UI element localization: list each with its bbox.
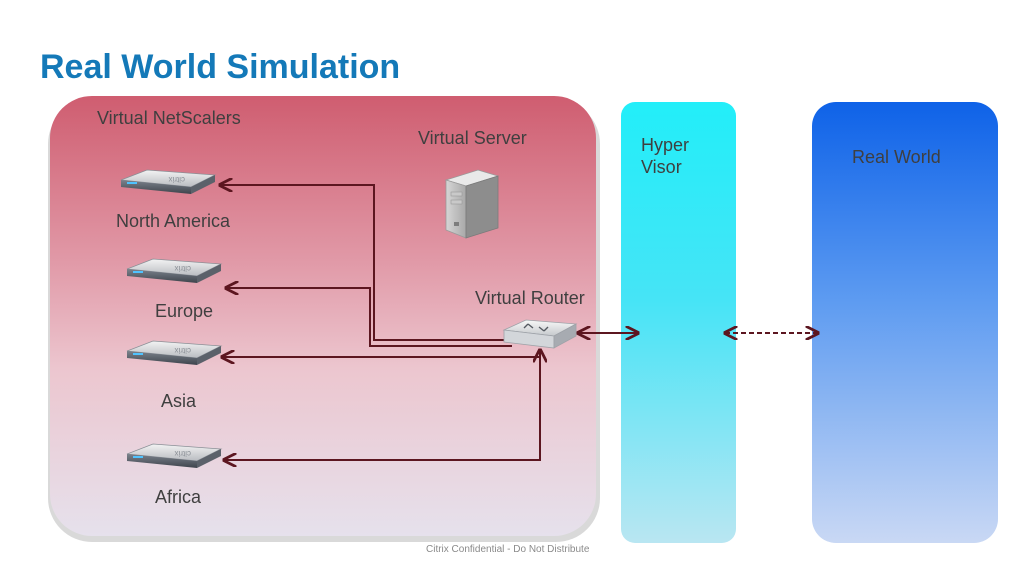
netscaler-north-america-brand: citrix xyxy=(169,175,185,184)
netscaler-label-north-america: North America xyxy=(116,211,231,231)
virtual-server-icon xyxy=(444,169,500,239)
hypervisor-label: Hyper Visor xyxy=(641,135,690,177)
connector-asia xyxy=(222,350,540,357)
netscaler-europe-brand: citrix xyxy=(175,264,191,273)
netscaler-africa-brand: citrix xyxy=(175,449,191,458)
virtual-router-icon xyxy=(502,319,578,349)
confidentiality-footer: Citrix Confidential - Do Not Distribute xyxy=(426,544,590,555)
netscaler-africa-icon: citrix xyxy=(126,443,223,468)
netscaler-label-africa: Africa xyxy=(155,487,202,507)
page-title: Real World Simulation xyxy=(40,48,401,86)
virtual-environment-panel xyxy=(50,96,596,536)
virtual-router-label: Virtual Router xyxy=(475,288,585,308)
connector-north-america xyxy=(220,185,512,341)
virtual-netscalers-label: Virtual NetScalers xyxy=(97,108,241,128)
real-world-panel xyxy=(812,102,998,543)
netscaler-label-asia: Asia xyxy=(161,391,197,411)
connector-europe xyxy=(226,288,512,347)
netscaler-asia-icon: citrix xyxy=(126,340,223,365)
virtual-server-label: Virtual Server xyxy=(418,128,527,148)
connector-africa xyxy=(224,355,541,460)
netscaler-europe-icon: citrix xyxy=(126,258,223,283)
netscaler-label-europe: Europe xyxy=(155,301,214,321)
hypervisor-panel xyxy=(621,102,736,543)
netscaler-asia-brand: citrix xyxy=(175,346,191,355)
netscaler-north-america-icon: citrix xyxy=(120,169,217,194)
real-world-label: Real World xyxy=(852,147,941,167)
